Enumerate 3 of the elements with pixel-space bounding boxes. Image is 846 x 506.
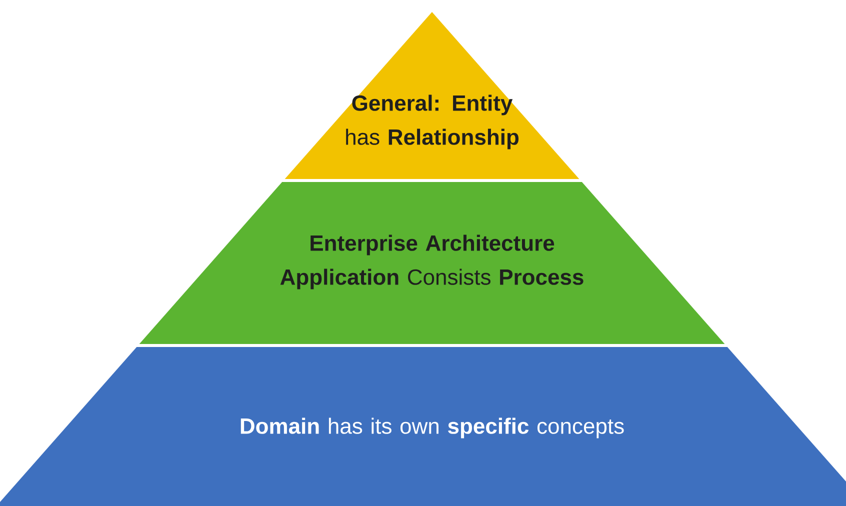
pyramid-tier: Domain has its own specific concepts xyxy=(0,347,846,506)
pyramid-tier: Enterprise Architecture Application Consists Process xyxy=(139,182,725,344)
pyramid-tier: General: Entity has Relationship xyxy=(284,12,580,179)
